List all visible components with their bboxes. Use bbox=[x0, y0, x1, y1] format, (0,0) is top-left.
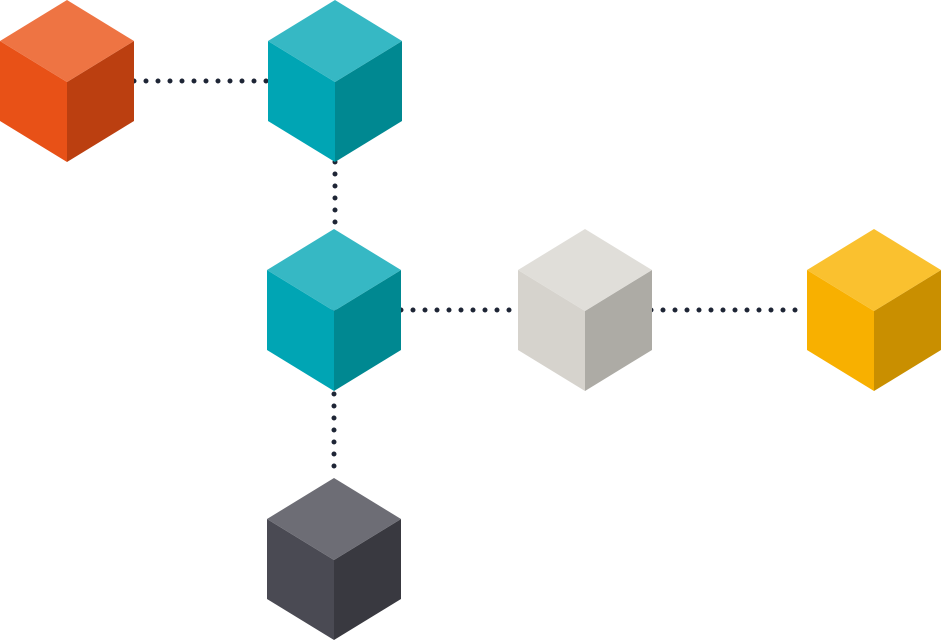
cube-top-face bbox=[0, 0, 134, 82]
cube-right-face bbox=[335, 41, 402, 162]
cube-top-face bbox=[267, 478, 401, 560]
cube-top-face bbox=[267, 229, 401, 311]
cube-top-face bbox=[268, 0, 402, 82]
cube-left-face bbox=[267, 270, 334, 391]
cube-right-face bbox=[67, 41, 134, 162]
cube-left-face bbox=[267, 519, 334, 640]
cube-right-face bbox=[334, 270, 401, 391]
cube-icon-yellow bbox=[807, 229, 941, 391]
cube-left-face bbox=[518, 270, 585, 391]
cube-icon-orange bbox=[0, 0, 134, 162]
connector-layer bbox=[131, 78, 810, 481]
cube-icon-light-gray bbox=[518, 229, 652, 391]
cube-icon-dark-gray bbox=[267, 478, 401, 640]
cube-right-face bbox=[874, 270, 941, 391]
cube-top-face bbox=[807, 229, 941, 311]
cube-icon-teal-middle bbox=[267, 229, 401, 391]
cube-top-face bbox=[518, 229, 652, 311]
cube-right-face bbox=[585, 270, 652, 391]
cube-icon-teal-top bbox=[268, 0, 402, 162]
cube-left-face bbox=[0, 41, 67, 162]
cube-left-face bbox=[268, 41, 335, 162]
cube-right-face bbox=[334, 519, 401, 640]
cube-left-face bbox=[807, 270, 874, 391]
